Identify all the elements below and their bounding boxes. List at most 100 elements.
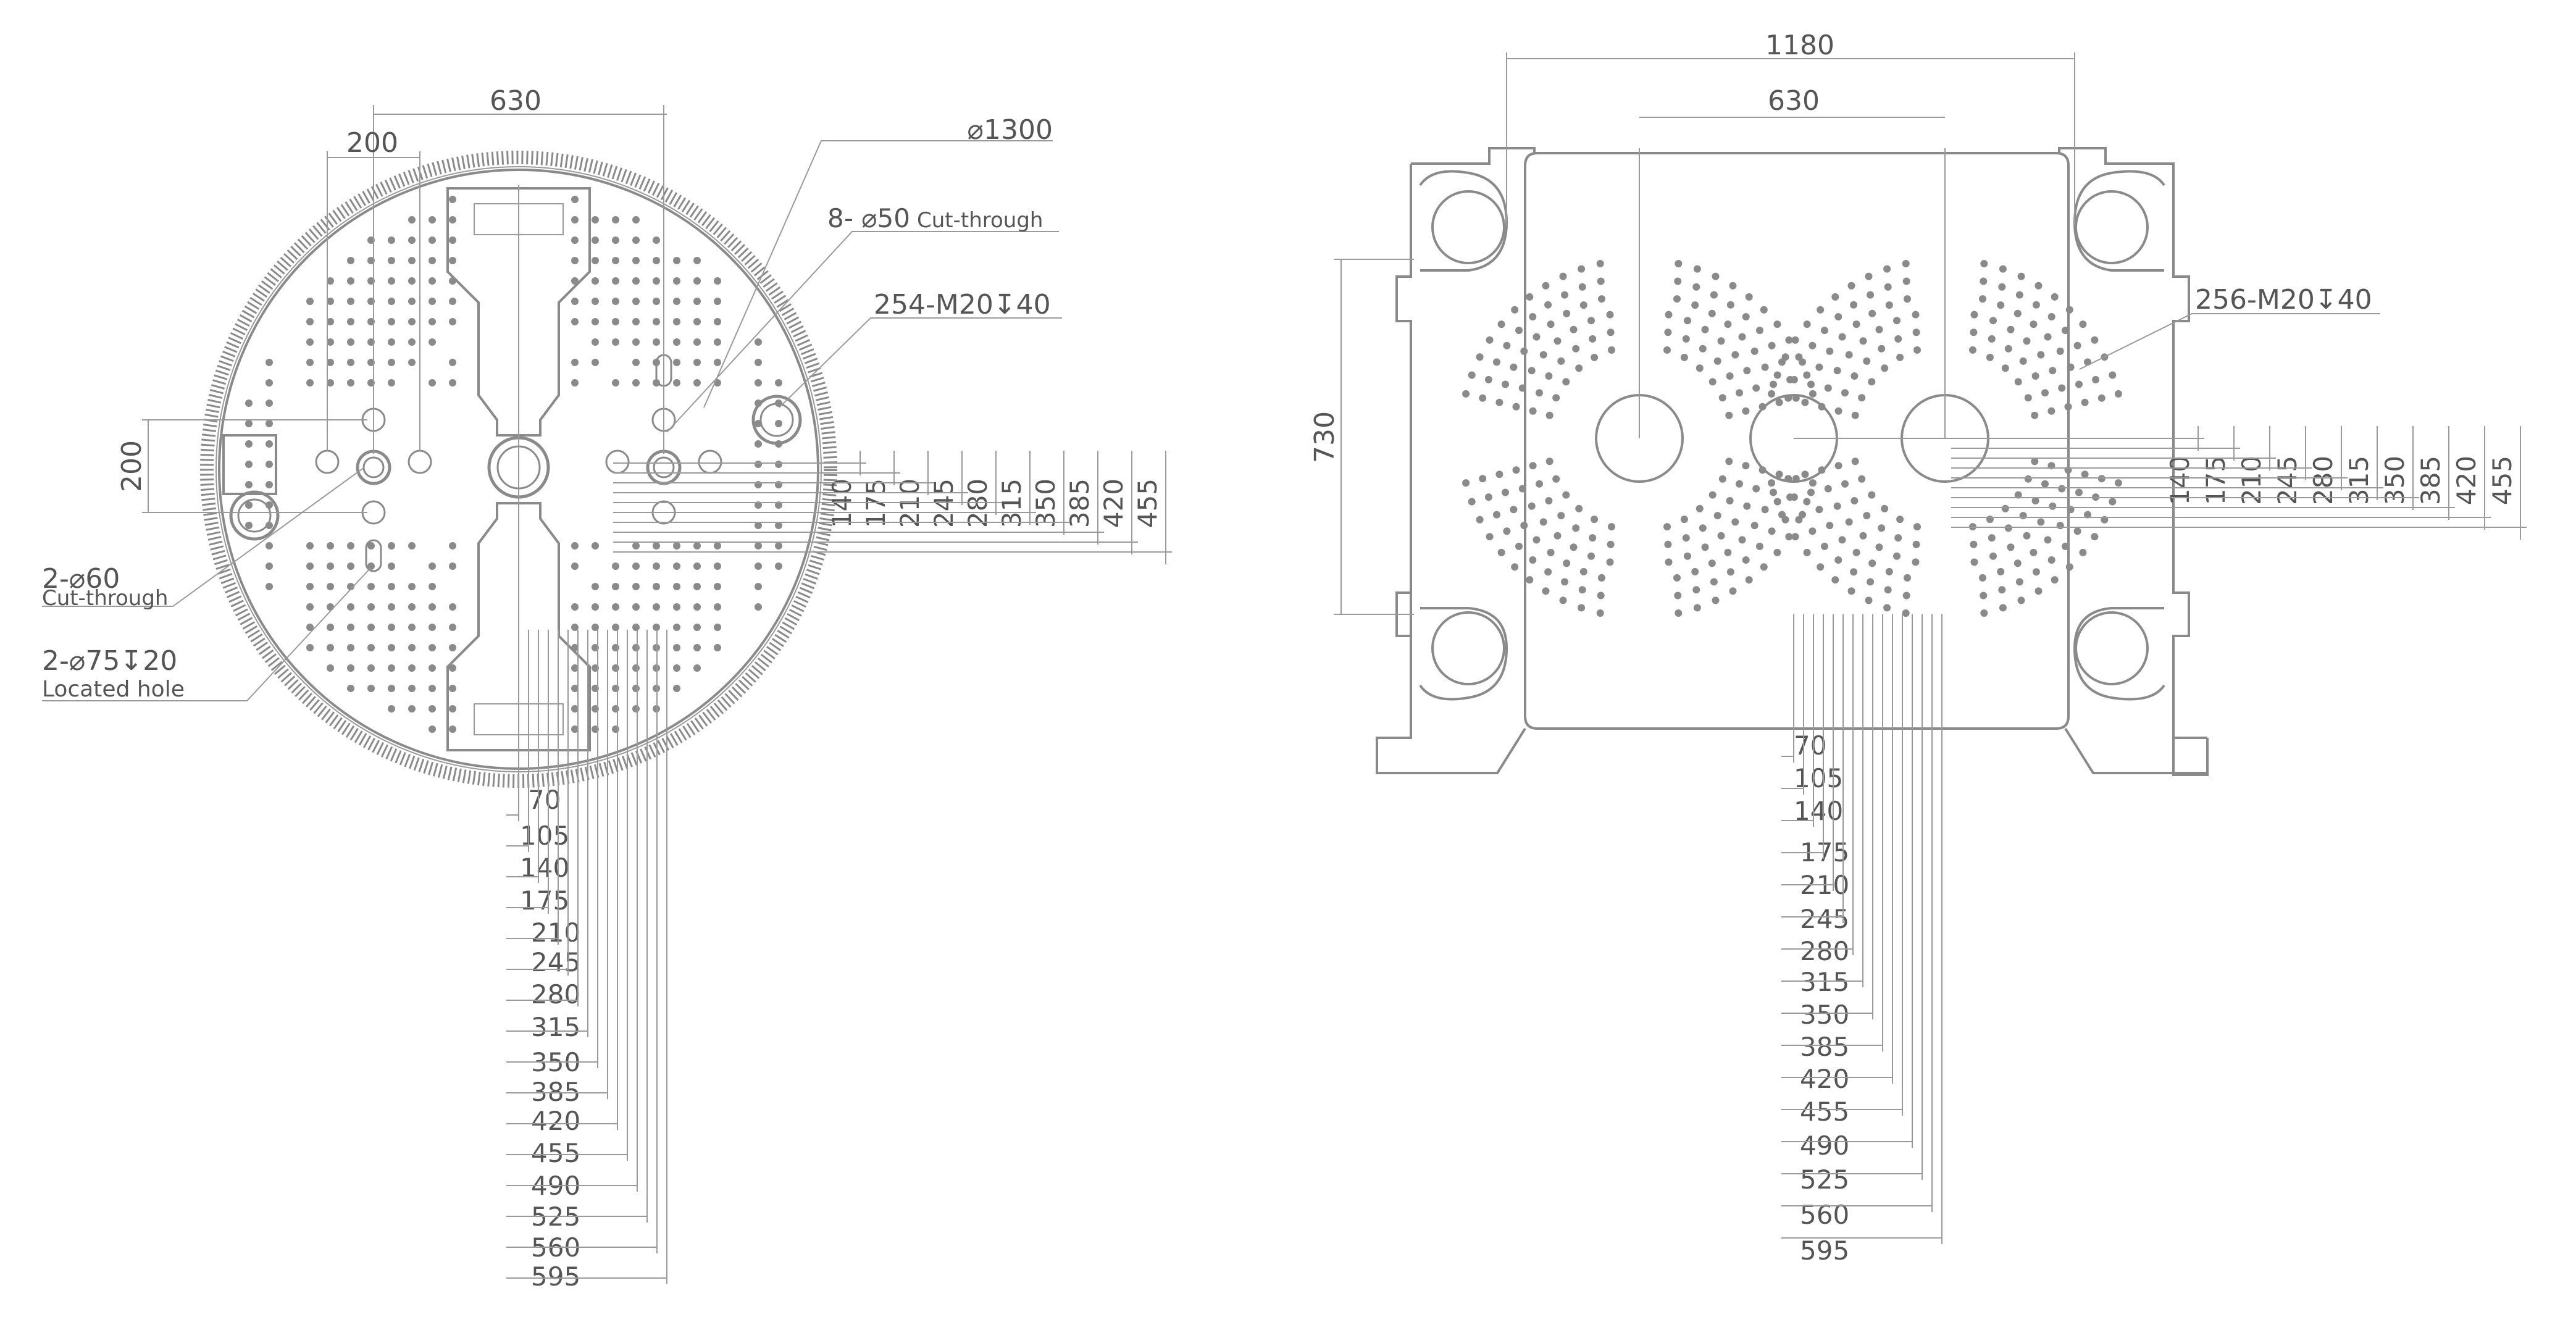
tapped-hole: [1863, 357, 1871, 365]
tapped-hole: [1710, 578, 1718, 586]
tapped-hole: [1883, 265, 1891, 273]
tapped-hole: [327, 624, 334, 631]
tapped-hole: [1743, 502, 1751, 510]
right-rdim-210: 210: [2236, 456, 2267, 505]
tapped-hole: [1834, 462, 1842, 470]
tapped-hole: [1575, 504, 1583, 512]
tapped-hole: [1847, 587, 1855, 595]
tapped-hole: [1561, 578, 1569, 586]
tapped-hole: [1902, 277, 1910, 285]
tapped-hole: [2030, 548, 2038, 556]
tapped-hole: [1589, 534, 1597, 542]
tapped-hole: [1563, 309, 1571, 317]
tapped-hole: [388, 379, 395, 387]
tapped-hole: [1664, 328, 1672, 336]
tapped-hole: [1865, 272, 1873, 280]
tapped-hole: [612, 236, 619, 244]
tapped-hole: [306, 379, 314, 387]
tapped-hole: [673, 685, 680, 692]
tapped-hole: [592, 583, 599, 590]
tapped-hole: [449, 705, 456, 713]
tapped-hole: [245, 501, 253, 509]
tapped-hole: [1852, 548, 1860, 556]
tapped-hole: [1858, 394, 1866, 402]
tapped-hole: [1717, 532, 1725, 540]
tapped-hole: [673, 338, 680, 346]
tapped-hole: [775, 461, 782, 468]
tapped-hole: [571, 257, 579, 264]
tapped-hole: [2079, 320, 2087, 328]
tapped-hole: [1768, 527, 1776, 535]
locate-hole-left-inner: [362, 456, 385, 479]
tapped-hole: [2056, 347, 2064, 355]
tapped-hole: [673, 318, 680, 325]
right-callouts: 256-M20↧40: [2079, 284, 2380, 370]
tapped-hole: [306, 298, 314, 305]
tapped-hole: [347, 603, 354, 611]
tapped-hole: [612, 705, 619, 713]
tapped-hole: [449, 277, 456, 285]
tapped-hole: [571, 216, 579, 224]
tapped-hole: [2044, 333, 2052, 341]
tapped-hole: [306, 583, 314, 590]
tapped-hole: [1536, 389, 1543, 397]
tapped-hole: [1476, 516, 1484, 524]
tapped-hole: [693, 359, 701, 366]
tapped-hole: [653, 359, 660, 366]
left-bdim-70: 70: [528, 785, 561, 815]
tapped-hole: [1552, 475, 1560, 483]
tapped-hole: [1988, 534, 1996, 542]
tapped-hole: [755, 481, 762, 488]
tapped-hole: [1468, 371, 1476, 379]
left-bdim-175: 175: [520, 885, 569, 916]
left-bdim-385: 385: [531, 1077, 580, 1107]
left-bdim-455: 455: [531, 1138, 580, 1168]
tapped-hole: [653, 298, 660, 305]
tapped-hole: [714, 644, 721, 651]
tapped-hole: [1980, 260, 1988, 267]
tapped-hole: [1708, 378, 1717, 386]
tapped-hole: [266, 583, 273, 590]
tapped-hole: [693, 644, 701, 651]
tapped-hole: [449, 624, 456, 631]
left-bdim-245: 245: [531, 947, 580, 977]
tapped-hole: [2079, 548, 2087, 556]
tapped-hole: [1520, 347, 1528, 355]
tapped-hole: [449, 603, 456, 611]
tapped-hole: [1785, 336, 1793, 344]
tapped-hole: [1486, 533, 1494, 541]
tapped-hole: [1904, 574, 1911, 582]
tapped-hole: [1868, 309, 1876, 317]
tapped-hole: [755, 379, 762, 387]
tapped-hole: [1775, 398, 1783, 406]
right-bdim-595: 595: [1800, 1235, 1849, 1266]
tapped-hole: [1852, 320, 1860, 328]
tapped-hole: [653, 338, 660, 346]
tapped-hole: [714, 542, 721, 550]
tapped-hole: [327, 338, 334, 346]
tapped-hole: [1818, 466, 1826, 474]
tapped-hole: [1893, 552, 1901, 560]
tapped-hole: [1561, 291, 1569, 299]
tapped-hole: [1663, 346, 1671, 354]
tapped-hole: [429, 318, 436, 325]
left-hole-pattern: [245, 196, 782, 733]
tapped-hole: [571, 359, 579, 366]
tapped-hole: [1665, 558, 1673, 566]
tapped-hole: [1598, 295, 1605, 303]
tapped-hole: [1803, 548, 1811, 556]
right-rdim-280: 280: [2308, 456, 2338, 505]
tapped-hole: [408, 685, 416, 692]
tapped-hole: [1896, 516, 1904, 524]
tapped-hole: [327, 664, 334, 672]
tapped-hole: [408, 644, 416, 651]
tapped-hole: [2056, 522, 2064, 530]
tapped-hole: [2041, 389, 2049, 397]
tapped-hole: [612, 216, 619, 224]
tapped-hole: [408, 603, 416, 611]
tapped-hole: [1894, 335, 1902, 343]
right-side-dimension: 730: [1309, 259, 1414, 615]
tapped-hole: [1598, 574, 1605, 582]
tapped-hole: [1883, 604, 1891, 612]
tapped-hole: [1745, 293, 1753, 301]
